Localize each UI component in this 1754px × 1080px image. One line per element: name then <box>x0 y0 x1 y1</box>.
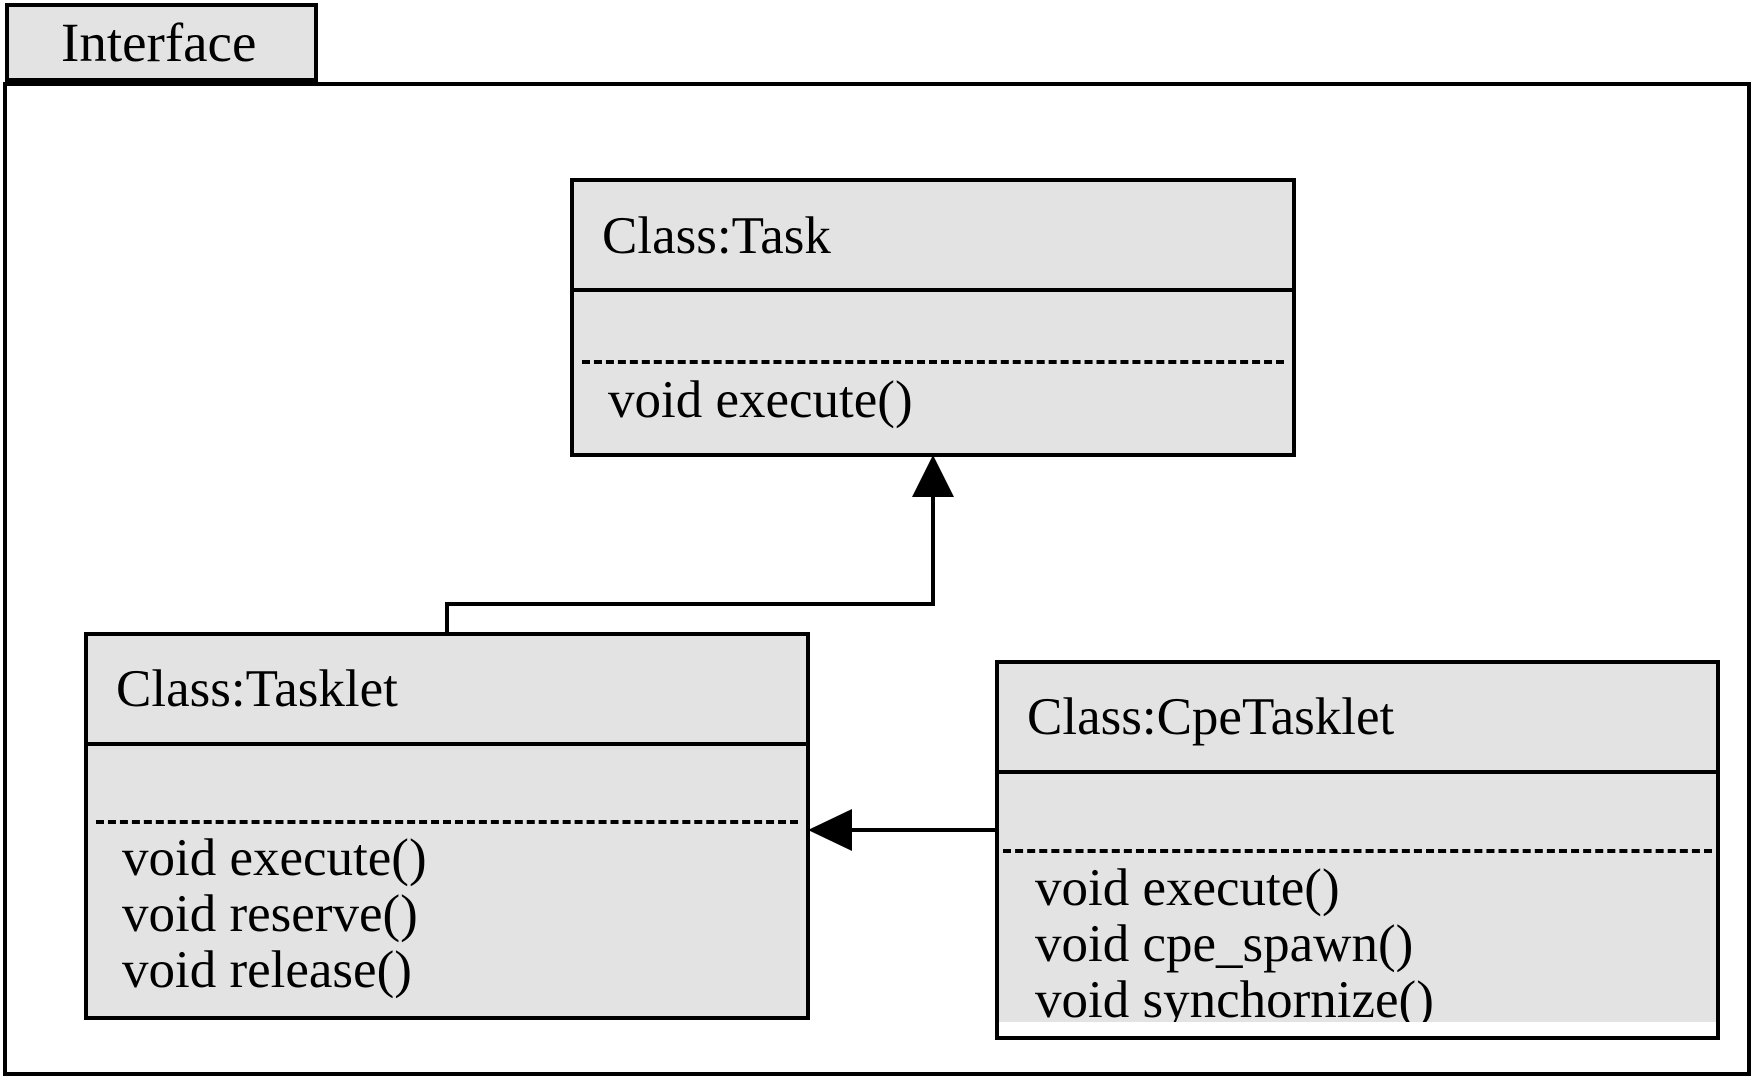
method-list: void execute() void cpe_spawn() void syn… <box>1035 860 1708 1028</box>
method: void execute() <box>122 829 427 887</box>
method-list: void execute() void reserve() void relea… <box>122 830 798 998</box>
class-divider <box>582 360 1284 364</box>
class-divider <box>96 820 798 824</box>
class-tasklet: Class:Tasklet void execute() void reserv… <box>84 632 810 1020</box>
method: void release() <box>122 941 412 999</box>
method: void cpe_spawn() <box>1035 915 1414 973</box>
method-list: void execute() <box>608 372 1284 428</box>
class-title: Class:CpeTasklet <box>999 664 1716 774</box>
class-title: Class:Task <box>574 182 1292 292</box>
class-footer <box>999 1022 1716 1036</box>
method: void reserve() <box>122 885 418 943</box>
class-divider <box>1003 849 1712 853</box>
class-cpetasklet: Class:CpeTasklet void execute() void cpe… <box>995 660 1720 1040</box>
method: void synchornize() <box>1035 971 1434 1029</box>
package-name: Interface <box>61 12 257 73</box>
method: void execute() <box>1035 859 1340 917</box>
package-tab: Interface <box>5 3 318 82</box>
method: void execute() <box>608 371 913 429</box>
class-task: Class:Task void execute() <box>570 178 1296 457</box>
class-title: Class:Tasklet <box>88 636 806 746</box>
